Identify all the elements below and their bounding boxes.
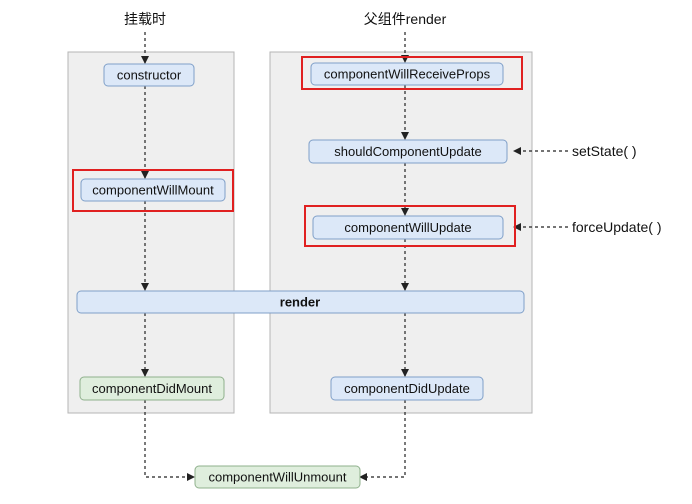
component-will-receive-props-label: componentWillReceiveProps	[324, 67, 491, 82]
component-will-unmount-label: componentWillUnmount	[208, 470, 346, 485]
highlight-component-will-mount	[72, 169, 234, 212]
mount-phase-label: 挂载时	[124, 11, 166, 27]
set-state-label: setState( )	[572, 143, 637, 159]
component-did-mount-label: componentDidMount	[92, 381, 212, 396]
component-will-mount-node	[80, 178, 226, 202]
component-will-mount-label: componentWillMount	[92, 183, 214, 198]
component-did-update-node	[330, 376, 484, 401]
component-will-update-node	[312, 215, 504, 240]
render-label: render	[280, 295, 320, 310]
constructor-label: constructor	[117, 68, 182, 83]
parent-render-label: 父组件render	[364, 11, 447, 27]
highlight-component-will-update	[304, 205, 516, 247]
force-update-label: forceUpdate( )	[572, 219, 661, 235]
should-component-update-node	[308, 139, 508, 164]
arrow-didupdate-to-willunmount	[359, 400, 406, 481]
component-will-update-label: componentWillUpdate	[344, 220, 471, 235]
arrow-didmount-to-willunmount	[144, 400, 195, 481]
component-will-receive-props-node	[310, 62, 504, 86]
should-component-update-label: shouldComponentUpdate	[334, 144, 481, 159]
constructor-node	[103, 63, 195, 87]
render-node	[76, 290, 525, 314]
highlight-component-will-receive-props	[301, 56, 523, 90]
component-will-unmount-node	[194, 465, 361, 489]
mount-panel	[67, 51, 235, 414]
component-did-mount-node	[79, 376, 225, 401]
component-did-update-label: componentDidUpdate	[344, 381, 470, 396]
